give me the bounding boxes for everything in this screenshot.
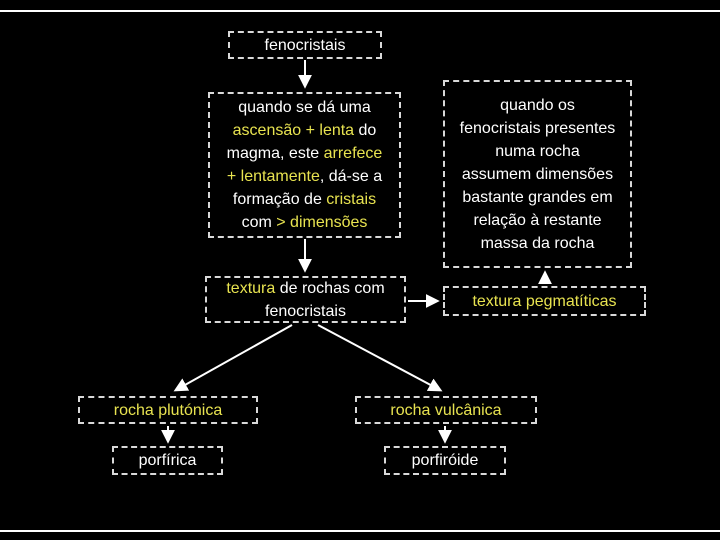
pegmatitic-definition-text: quando os fenocristais presentes numa ro… — [459, 96, 616, 252]
textura-label: textura de rochas com fenocristais — [226, 279, 385, 320]
node-fenocristais-label: fenocristais — [264, 36, 346, 54]
process-line-4: + lentamente, dá-se a — [226, 168, 383, 185]
slide-bottom-border — [0, 530, 720, 532]
highlight-ascensao: ascensão + lenta — [232, 122, 355, 139]
pegmatiticas-label: textura pegmatíticas — [472, 292, 617, 310]
process-line-3: magma, este arrefece — [226, 145, 383, 162]
highlight-lentamente: + lentamente — [226, 168, 320, 185]
slide-top-border — [0, 10, 720, 12]
node-porfirica: porfírica — [112, 446, 223, 475]
porfirica-label: porfírica — [138, 452, 197, 469]
node-rocha-vulcanica: rocha vulcânica — [355, 396, 537, 424]
node-pegmatitic-definition: quando os fenocristais presentes numa ro… — [443, 80, 632, 268]
porfiroide-label: porfiróide — [411, 452, 479, 469]
node-textura-fenocristais: textura de rochas com fenocristais — [205, 276, 406, 323]
process-line-6: com > dimensões — [241, 214, 368, 231]
highlight-cristais: cristais — [326, 191, 377, 208]
arrow-textura-to-vulcanica — [317, 324, 443, 392]
node-porfiroide: porfiróide — [384, 446, 506, 475]
process-line-1: quando se dá uma — [238, 99, 371, 116]
process-line-5: formação de cristais — [232, 191, 377, 208]
plutonica-label: rocha plutónica — [113, 401, 223, 419]
node-textura-pegmatiticas: textura pegmatíticas — [443, 286, 646, 316]
process-line-2: ascensão + lenta do — [232, 122, 377, 139]
node-fenocristais: fenocristais — [228, 31, 382, 59]
highlight-arrefece: arrefece — [323, 145, 383, 162]
highlight-textura: textura — [226, 279, 276, 297]
vulcanica-label: rocha vulcânica — [390, 401, 502, 419]
node-rocha-plutonica: rocha plutónica — [78, 396, 258, 424]
highlight-dimensoes: > dimensões — [276, 214, 368, 231]
node-process-description: quando se dá uma ascensão + lenta do mag… — [208, 92, 401, 238]
arrow-textura-to-plutonica — [173, 324, 293, 392]
